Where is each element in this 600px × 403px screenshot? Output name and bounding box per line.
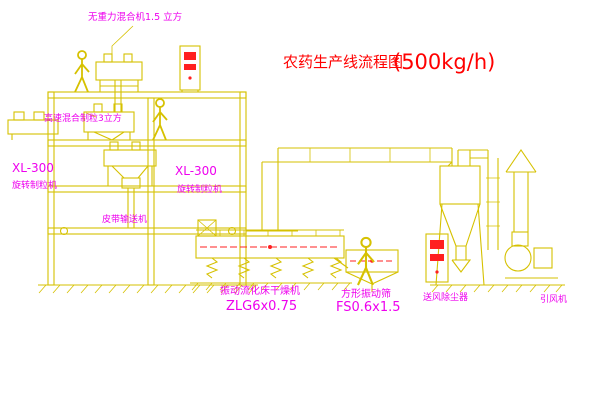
label-dryer-model: ZLG6x0.75: [226, 299, 297, 314]
spring: [301, 257, 315, 279]
center-mark: [268, 245, 272, 249]
flange-ticks: [486, 177, 500, 227]
label-dryer-name: 振动流化床干燥机: [220, 284, 300, 297]
label-granulator-mid-name: 旋转制粒机: [177, 183, 222, 195]
leader-line: [85, 112, 97, 118]
granulator-left: [7, 111, 59, 140]
ground-hatch-left: [38, 284, 257, 294]
belt-conveyor: [59, 226, 298, 236]
label-granulator-left-model: XL-300: [12, 161, 54, 175]
label-induced-fan: 引风机: [540, 293, 567, 305]
label-granulator-mid-model: XL-300: [175, 164, 217, 178]
high-speed-mixer: [83, 103, 135, 141]
page-title-capacity: (500kg/h): [393, 50, 495, 74]
granulator-middle: [103, 141, 157, 228]
spring: [205, 257, 219, 279]
label-granulator-left-name: 旋转制粒机: [12, 179, 57, 191]
person-figure: [74, 50, 90, 93]
label-sieve-model: FS0.6x1.5: [336, 300, 401, 315]
exhaust-stack: [486, 149, 537, 250]
spring: [269, 257, 283, 279]
cyclone-separator: [435, 148, 488, 286]
flange-ticks: [309, 148, 431, 162]
label-gravity-mixer: 无重力混合机1.5 立方: [88, 11, 182, 23]
label-sieve-name: 方形振动筛: [341, 287, 391, 300]
vibrating-sieve: [345, 249, 399, 292]
spring: [237, 257, 251, 279]
label-high-speed-mixer: 高速混合制粒3立方: [44, 112, 122, 124]
leader-line: [111, 25, 134, 58]
label-belt-conveyor: 皮带输送机: [102, 213, 147, 225]
gravity-mixer: [95, 25, 143, 112]
induced-draft-fan: [504, 231, 558, 279]
ground-hatch-dryer: [191, 282, 351, 291]
control-cabinet-upper: [179, 45, 201, 92]
control-cabinet-lower: [425, 233, 449, 283]
ground-hatch-right: [431, 284, 563, 293]
fluid-bed-dryer: [190, 219, 352, 291]
flange-ticks: [219, 230, 341, 236]
page-title: 农药生产线流程图: [283, 53, 403, 71]
spring: [329, 257, 343, 279]
person-figure: [152, 98, 168, 141]
exhaust-duct: [261, 147, 452, 230]
label-dust-collector: 送风除尘器: [423, 291, 468, 303]
